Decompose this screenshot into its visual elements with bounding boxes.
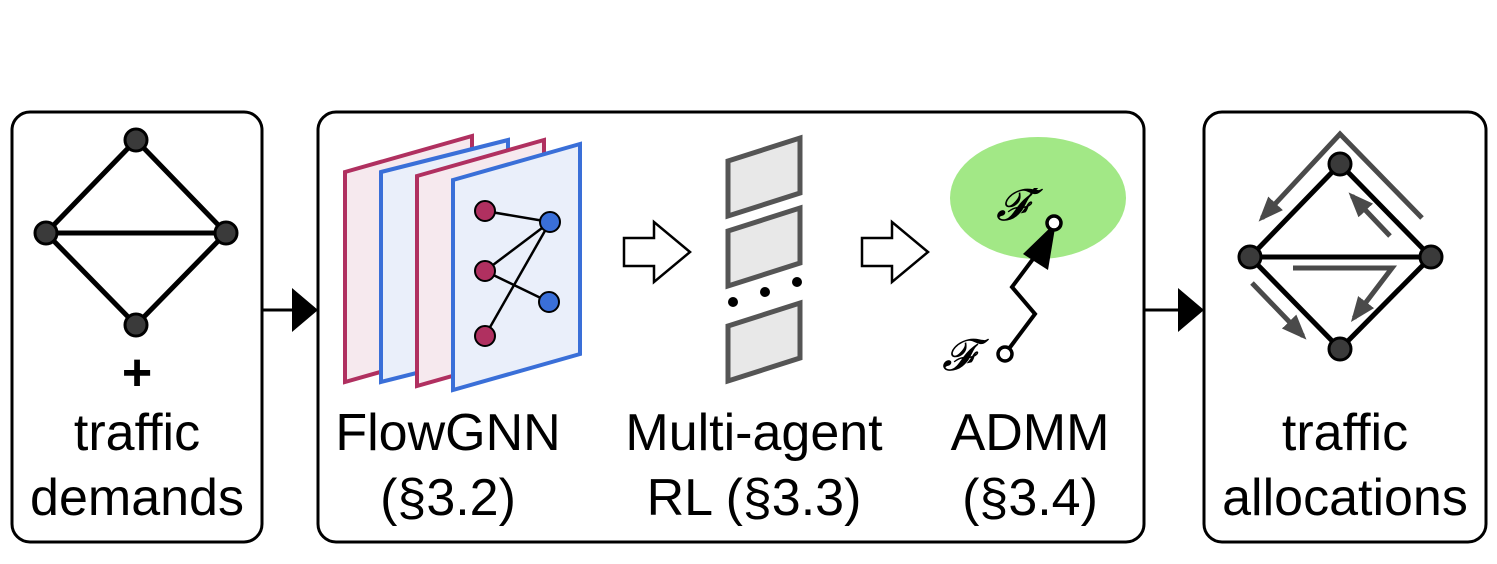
admm-trajectory-arrowhead bbox=[1023, 222, 1056, 270]
flowgnn-label: FlowGNN bbox=[335, 404, 560, 462]
gnn-node-red bbox=[474, 325, 496, 347]
graph-node bbox=[1327, 151, 1353, 177]
marl-label: Multi-agent bbox=[625, 404, 883, 462]
flow-path bbox=[1348, 192, 1392, 238]
graph-node bbox=[1327, 336, 1353, 362]
admm-trajectory bbox=[1003, 245, 1044, 356]
admm-label: ADMM bbox=[951, 404, 1110, 462]
input-label-line1: traffic bbox=[74, 404, 200, 462]
gnn-node-blue bbox=[538, 291, 560, 313]
flow-path bbox=[1293, 265, 1398, 322]
rl-agents bbox=[725, 134, 803, 385]
graph-node bbox=[123, 312, 149, 338]
output-topology-graph bbox=[1248, 162, 1433, 351]
graph-node bbox=[213, 220, 239, 246]
hollow-arrow-gnn-to-rl bbox=[622, 219, 692, 285]
graph-node bbox=[123, 127, 149, 153]
graph-node bbox=[1418, 244, 1444, 270]
gnn-node-red bbox=[474, 260, 496, 282]
agent-block bbox=[725, 134, 803, 220]
graph-node bbox=[1237, 244, 1263, 270]
graph-node bbox=[33, 220, 59, 246]
flowgnn-bipartite-graph bbox=[474, 200, 561, 347]
gnn-layer-blue bbox=[451, 141, 582, 393]
output-label-line2: allocations bbox=[1222, 469, 1468, 527]
plus-sign: + bbox=[122, 344, 152, 402]
output-label-line1: traffic bbox=[1282, 404, 1408, 462]
gnn-node-blue bbox=[539, 211, 561, 233]
admm-start-point bbox=[996, 345, 1014, 363]
feasible-region bbox=[950, 137, 1126, 259]
admm-end-point bbox=[1045, 214, 1063, 232]
edge bbox=[134, 231, 228, 327]
admm-section: (§3.4) bbox=[962, 469, 1098, 527]
admm-end-symbol: 𝓕′ bbox=[996, 180, 1044, 231]
gnn-node-red bbox=[474, 200, 496, 222]
flowgnn-layers bbox=[343, 133, 582, 393]
marl-section: RL (§3.3) bbox=[647, 469, 862, 527]
input-panel: + traffic demands bbox=[10, 110, 264, 544]
arrow-input-to-pipeline bbox=[262, 288, 318, 332]
agent-block bbox=[725, 299, 803, 385]
input-nodes bbox=[33, 127, 239, 338]
output-panel: traffic allocations bbox=[1202, 110, 1488, 544]
flowgnn-section: (§3.2) bbox=[380, 469, 516, 527]
allocation-flows bbox=[1250, 130, 1424, 340]
edge bbox=[134, 138, 228, 235]
input-label-line2: demands bbox=[30, 469, 244, 527]
hollow-arrow-rl-to-admm bbox=[860, 219, 930, 285]
arrow-pipeline-to-output bbox=[1144, 288, 1204, 332]
edge bbox=[44, 138, 138, 235]
agent-block bbox=[725, 204, 803, 290]
pipeline-panel: 𝓕 𝓕′ FlowGNN (§3.2) Multi-agent RL (§3.3… bbox=[316, 110, 1146, 544]
rl-ellipsis bbox=[728, 277, 802, 307]
flow-path bbox=[1258, 130, 1424, 222]
output-nodes bbox=[1237, 151, 1444, 362]
flow-path bbox=[1250, 281, 1307, 340]
input-topology-graph bbox=[44, 138, 228, 327]
edge bbox=[44, 231, 138, 327]
